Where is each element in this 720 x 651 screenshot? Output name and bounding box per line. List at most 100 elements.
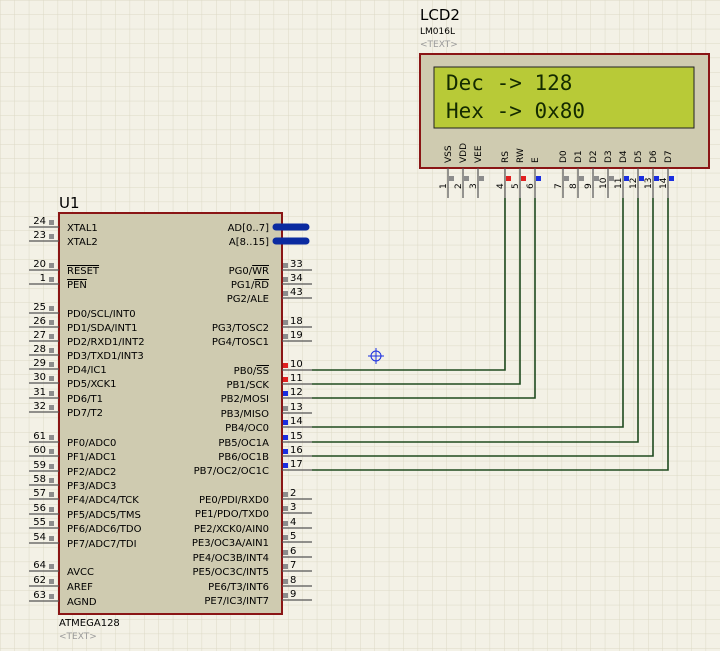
- mcu-bus-pin-ad[interactable]: AD[0..7]: [228, 223, 310, 234]
- lcd-pin-d1[interactable]: D18: [569, 150, 584, 198]
- mcu-pin-state-marker: [49, 536, 54, 541]
- mcu-pin-state-marker: [283, 263, 288, 268]
- lcd-pin-d0[interactable]: D07: [554, 150, 569, 198]
- mcu-pin-label: PF2/ADC2: [67, 467, 116, 478]
- mcu-pin-number: 16: [290, 445, 303, 456]
- lcd-pin-state-marker: [564, 176, 569, 181]
- mcu-pin-label: PE1/PDO/TXD0: [195, 509, 269, 520]
- mcu-pin-state-marker: [49, 277, 54, 282]
- mcu-pin-state-marker: [49, 391, 54, 396]
- mcu-pin-number: 34: [290, 273, 303, 284]
- mcu-pin-number: 6: [290, 546, 296, 557]
- mcu-pin-label: PF0/ADC0: [67, 438, 116, 449]
- mcu-pin-label: PE5/OC3C/INT5: [192, 567, 269, 578]
- mcu-pin-number: 55: [33, 517, 46, 528]
- mcu-pin-number: 12: [290, 387, 303, 398]
- lcd-pin-rw[interactable]: RW5: [511, 148, 526, 198]
- mcu-pin-state-marker: [283, 320, 288, 325]
- lcd-pin-e[interactable]: E6: [526, 157, 541, 198]
- mcu-pin-number: 3: [290, 502, 296, 513]
- lcd-pin-number: 12: [629, 178, 639, 189]
- mcu-pin-number: 23: [33, 230, 46, 241]
- lcd-pin-state-marker: [654, 176, 659, 181]
- mcu-component[interactable]: U1 ATMEGA128 <TEXT> 24XTAL123XTAL220RESE…: [29, 194, 312, 642]
- mcu-pin-label: PB6/OC1B: [218, 452, 269, 463]
- mcu-pin-state-marker: [49, 220, 54, 225]
- mcu-pin-state-marker: [49, 376, 54, 381]
- mcu-pin-number: 5: [290, 531, 296, 542]
- mcu-pin-label: PF5/ADC5/TMS: [67, 510, 141, 521]
- mcu-pin-state-marker: [49, 234, 54, 239]
- lcd-line-2: Hex -> 0x80: [446, 99, 585, 123]
- mcu-pin-label: PB3/MISO: [221, 409, 270, 420]
- lcd-pin-number: 8: [569, 183, 579, 189]
- mcu-part-label: ATMEGA128: [59, 618, 120, 629]
- lcd-component[interactable]: LCD2 LM016L <TEXT> Dec -> 128 Hex -> 0x8…: [419, 6, 710, 198]
- lcd-pin-name: VEE: [474, 145, 484, 163]
- mcu-pin-number: 25: [33, 302, 46, 313]
- lcd-pin-rs[interactable]: RS4: [496, 151, 511, 198]
- mcu-bus-pin-a[interactable]: A[8..15]: [229, 237, 310, 248]
- lcd-pin-d2[interactable]: D29: [584, 150, 599, 198]
- mcu-pin-number: 1: [40, 273, 46, 284]
- lcd-pin-number: 4: [496, 183, 506, 189]
- mcu-pin-number: 33: [290, 259, 303, 270]
- mcu-pin-number: 60: [33, 445, 46, 456]
- lcd-pin-name: D7: [664, 150, 674, 163]
- wire-net: [312, 198, 654, 457]
